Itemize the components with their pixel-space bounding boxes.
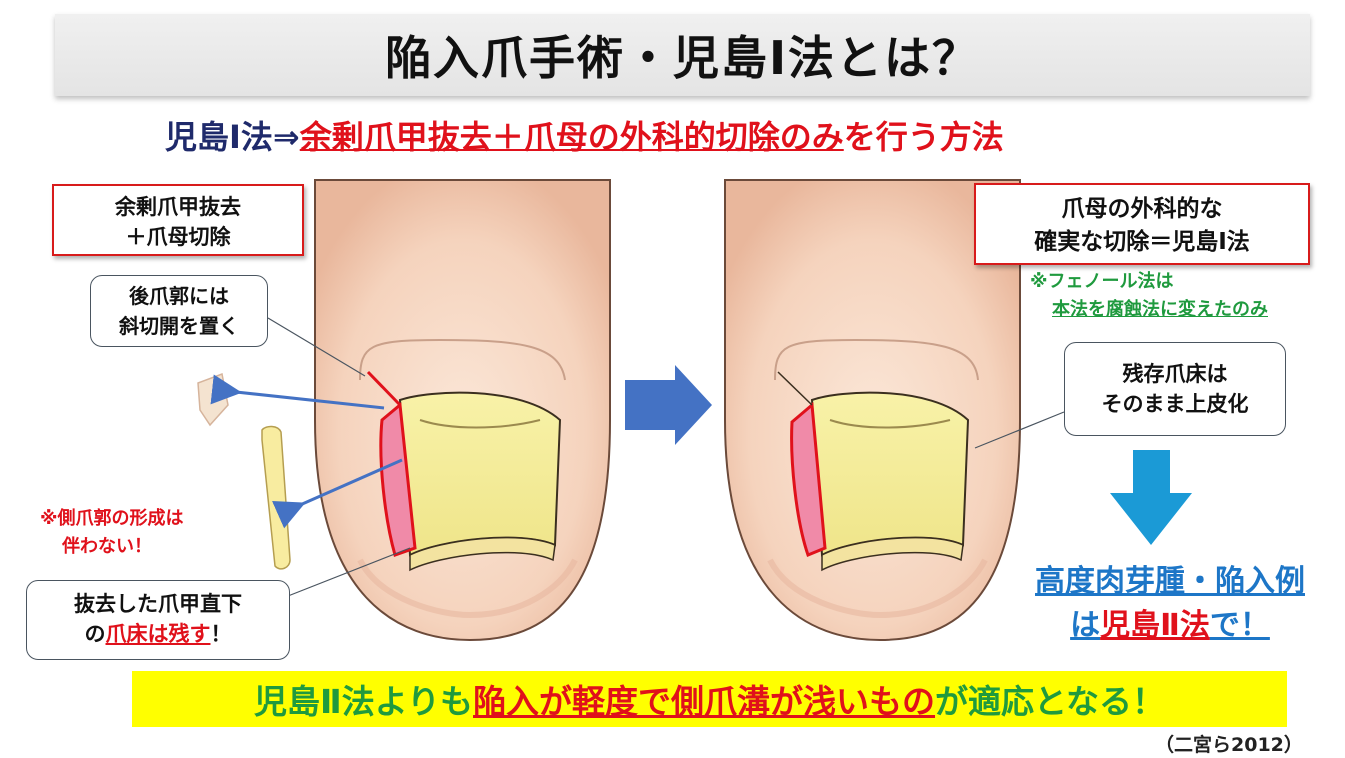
callout-bottom-suffix: ！ [210, 622, 232, 646]
banner-part2: 陥入が軽度で側爪溝が浅いもの [473, 682, 936, 721]
left-nail-lunula [419, 419, 541, 429]
right-nail [810, 391, 970, 557]
right-callout-pointer [974, 411, 1065, 449]
lateral-fold-note: ※側爪郭の形成は 伴わない！ [40, 505, 184, 561]
subtitle-definition: 余剰爪甲抜去＋爪母の外科的切除のみ [299, 118, 844, 156]
left-matrix-excision [379, 402, 417, 557]
transition-arrow [625, 365, 712, 445]
subtitle-suffix: を行う方法 [843, 118, 1004, 156]
removed-nail-strip [261, 425, 291, 570]
phenol-note: ※フェノール法は 本法を腐蝕法に変えたのみ [1030, 268, 1268, 324]
left-skin-fold [359, 338, 566, 381]
subtitle: 児島Ⅰ法⇒余剰爪甲抜去＋爪母の外科的切除のみを行う方法 [165, 112, 1004, 158]
callout-right-line1: 残存爪床は [1122, 362, 1228, 386]
note-green-line1: ※フェノール法は [1030, 271, 1174, 292]
right-nail-edge [821, 536, 964, 572]
right-toe-tip-shade [767, 558, 988, 619]
callout-bottom-prefix: の [84, 622, 106, 646]
arrow-to-strip [271, 458, 403, 529]
blue-note-line1: 高度肉芽腫・陥入例 [1035, 564, 1305, 599]
right-nail-lunula [829, 419, 951, 429]
note-red-line1: ※側爪郭の形成は [40, 508, 184, 529]
left-label-line2: ＋爪母切除 [125, 225, 231, 249]
right-incision-line [777, 371, 813, 406]
down-arrow [1110, 450, 1192, 545]
arrow-to-fragment [210, 374, 385, 410]
page-title: 陥入爪手術・児島Ⅰ法とは？ [384, 31, 981, 85]
left-label-box: 余剰爪甲抜去 ＋爪母切除 [52, 184, 304, 256]
kojima-ii-recommendation: 高度肉芽腫・陥入例 は児島Ⅱ法で！ [1010, 560, 1330, 648]
callout-nailbed: 抜去した爪甲直下 の爪床は残す！ [26, 580, 290, 660]
left-toe-tip-shade [357, 558, 578, 619]
right-label-box: 爪母の外科的な 確実な切除＝児島Ⅰ法 [974, 183, 1310, 265]
subtitle-arrow: ⇒ [272, 118, 300, 156]
callout-bottom-emphasis: 爪床は残す [105, 622, 211, 646]
note-green-line2: 本法を腐蝕法に変えたのみ [1052, 299, 1268, 320]
callout-top-pointer [267, 317, 366, 377]
citation: （二宮ら2012） [1155, 734, 1303, 756]
callout-top-line2: 斜切開を置く [119, 314, 239, 338]
banner-part3: が適応となる！ [935, 682, 1166, 721]
callout-bottom-line2: の爪床は残す！ [27, 619, 289, 649]
left-label-line1: 余剰爪甲抜去 [115, 195, 241, 219]
blue-note-suffix: で！ [1209, 608, 1270, 643]
blue-note-line2: は児島Ⅱ法で！ [1010, 604, 1330, 648]
callout-right-line2: そのまま上皮化 [1101, 392, 1249, 416]
callout-bottom-pointer [287, 547, 411, 597]
left-toe [197, 179, 611, 642]
left-nail-edge [409, 536, 556, 572]
callout-top-line1: 後爪郭には [129, 284, 229, 308]
left-nail [398, 391, 562, 557]
banner-part1: 児島Ⅱ法よりも [253, 682, 474, 721]
callout-bottom-line1: 抜去した爪甲直下 [74, 592, 242, 616]
right-toe [724, 179, 1192, 642]
right-skin-fold [774, 338, 979, 381]
right-label-line2: 確実な切除＝児島Ⅰ法 [1034, 229, 1250, 255]
right-label-line1: 爪母の外科的な [1061, 196, 1223, 222]
left-oblique-incision [366, 370, 402, 407]
blue-note-method: 児島Ⅱ法 [1100, 608, 1210, 643]
title-bar: 陥入爪手術・児島Ⅰ法とは？ [55, 14, 1310, 96]
callout-remaining-nailbed: 残存爪床は そのまま上皮化 [1064, 342, 1286, 436]
right-remaining-nailbed [790, 401, 827, 557]
subtitle-method: 児島Ⅰ法 [165, 118, 273, 156]
blue-note-prefix: は [1070, 608, 1101, 643]
callout-posterior-fold: 後爪郭には 斜切開を置く [90, 275, 268, 347]
removed-nail-fragment-small [197, 372, 229, 427]
indication-banner: 児島Ⅱ法よりも陥入が軽度で側爪溝が浅いものが適応となる！ [132, 671, 1287, 727]
note-red-line2: 伴わない！ [62, 536, 152, 557]
